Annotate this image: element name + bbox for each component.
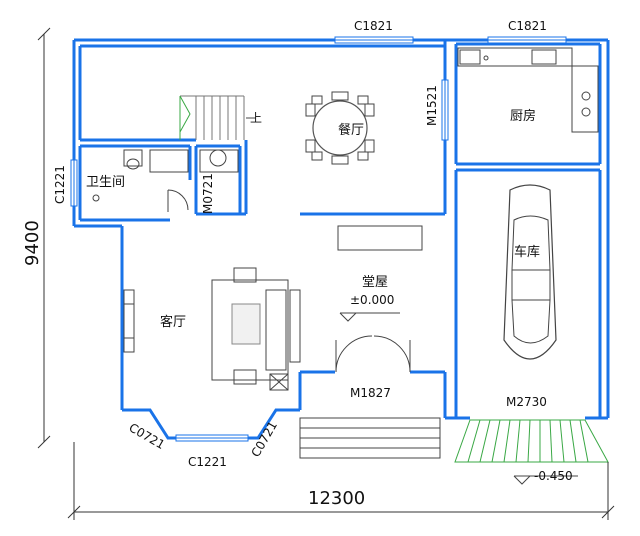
- car: [503, 184, 557, 360]
- window-code-c1221-bottom: C1221: [188, 455, 227, 469]
- window-code-c1821-top-left: C1821: [354, 19, 393, 33]
- dining-table: [305, 91, 375, 165]
- walls: [72, 38, 610, 440]
- stairs: [179, 95, 256, 140]
- door-code-m0721: M0721: [201, 173, 215, 214]
- room-label-living: 客厅: [160, 314, 186, 330]
- kitchen-fixtures: [457, 47, 599, 133]
- door-code-m2730: M2730: [506, 395, 547, 409]
- bathroom-fixtures: [92, 149, 239, 212]
- living-cabinet: [123, 289, 135, 353]
- room-label-bathroom: 卫生间: [86, 175, 125, 190]
- windows: [70, 36, 567, 442]
- room-label-hall: 堂屋: [362, 275, 388, 290]
- level-label-hall: ±0.000: [350, 293, 394, 307]
- room-label-kitchen: 厨房: [510, 108, 536, 124]
- hall-altar: [337, 225, 423, 251]
- dimension-width: 12300: [308, 488, 365, 509]
- sofa-group: [211, 267, 301, 391]
- stair-label: 上: [250, 111, 262, 125]
- window-code-c1221-left: C1221: [53, 165, 67, 204]
- dimension-lines: [37, 27, 615, 520]
- level-label-outside: -0.450: [534, 469, 573, 483]
- window-code-c1821-top-right: C1821: [508, 19, 547, 33]
- room-label-dining: 餐厅: [338, 122, 364, 138]
- dimension-height: 9400: [22, 220, 43, 266]
- porch: [299, 417, 441, 459]
- room-label-garage: 车库: [514, 244, 540, 260]
- door-code-m1521: M1521: [425, 85, 439, 126]
- level-markers: [339, 312, 578, 485]
- main-door: [335, 335, 411, 373]
- garage-ramp: [454, 419, 609, 463]
- door-code-m1827: M1827: [350, 386, 391, 400]
